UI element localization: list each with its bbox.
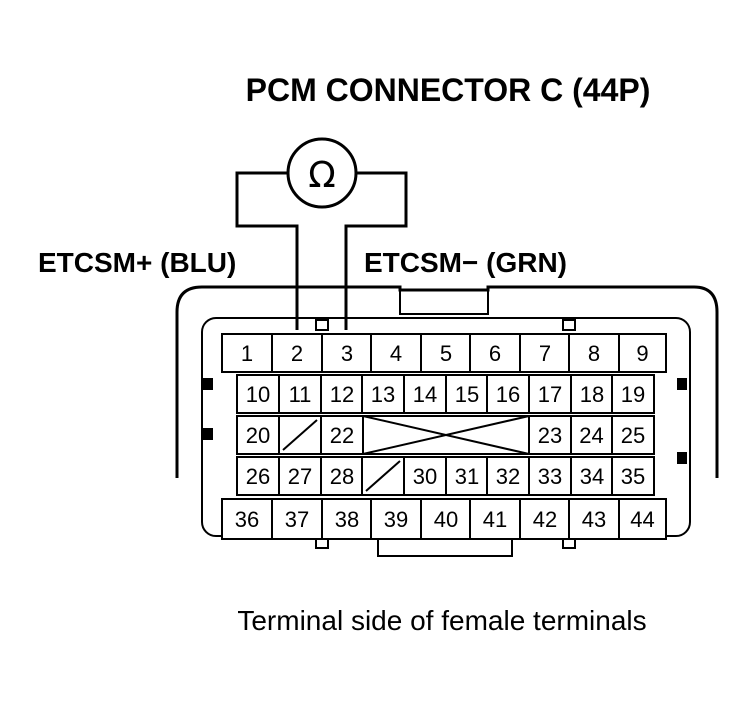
unused-terminal-mark: [362, 415, 530, 455]
terminal-cell: [611, 374, 655, 414]
ohm-symbol: Ω: [308, 155, 336, 196]
terminal-cell: [570, 374, 614, 414]
terminal-cell: [278, 374, 322, 414]
terminal-cell: [445, 456, 489, 496]
terminal-number: 25: [621, 423, 645, 448]
terminal-cell: [528, 374, 572, 414]
terminal-cell: [361, 374, 405, 414]
terminal-number: 39: [384, 507, 408, 532]
probe-wire-negative: [344, 171, 408, 330]
terminal-number: 11: [289, 382, 312, 407]
terminal-cell: [618, 333, 667, 373]
terminal-number: 32: [496, 464, 520, 489]
terminal-number: 14: [413, 382, 437, 407]
terminal-number: 38: [335, 507, 359, 532]
terminal-cell: [486, 456, 530, 496]
terminal-cell: [469, 333, 521, 373]
terminal-number: 43: [582, 507, 606, 532]
terminal-cell: [420, 498, 472, 540]
terminal-number: 20: [246, 423, 270, 448]
probe-label-negative: ETCSM− (GRN): [364, 247, 567, 278]
terminal-cell: [236, 415, 280, 455]
terminal-number: 10: [246, 382, 270, 407]
terminal-number: 8: [588, 341, 600, 366]
terminal-number: 1: [241, 341, 253, 366]
terminal-number: 35: [621, 464, 645, 489]
terminal-number: 6: [489, 341, 501, 366]
terminal-number: 40: [434, 507, 458, 532]
terminal-number: 17: [538, 382, 562, 407]
probe-wire-positive: [235, 171, 299, 330]
diagram-title: PCM CONNECTOR C (44P): [246, 72, 651, 108]
terminal-number: 5: [440, 341, 452, 366]
connector-housing: [175, 285, 719, 557]
terminal-number: 23: [538, 423, 562, 448]
terminal-cell: [469, 498, 521, 540]
terminal-number: 34: [580, 464, 604, 489]
terminal-number: 37: [285, 507, 309, 532]
terminal-number: 13: [371, 382, 395, 407]
terminal-number: 44: [630, 507, 654, 532]
terminal-cell: [445, 374, 489, 414]
terminal-cell: [320, 374, 364, 414]
terminal-cell: [611, 456, 655, 496]
terminal-cell: [618, 498, 667, 540]
terminal-number: 15: [455, 382, 479, 407]
terminal-number: 19: [621, 382, 645, 407]
terminal-number: 4: [390, 341, 402, 366]
terminal-number: 28: [330, 464, 354, 489]
terminal-number: 42: [533, 507, 557, 532]
unused-terminal-mark: [365, 460, 401, 492]
terminal-number: 16: [496, 382, 520, 407]
terminal-cell: [611, 415, 655, 455]
terminal-number: 9: [636, 341, 648, 366]
terminal-number: 24: [579, 423, 603, 448]
terminal-cell: [568, 498, 620, 540]
terminal-number: 36: [235, 507, 259, 532]
terminal-cell: [568, 333, 620, 373]
unused-terminal-mark: [282, 419, 318, 451]
terminal-number: 3: [341, 341, 353, 366]
terminal-number: 7: [539, 341, 551, 366]
terminal-cell: [236, 456, 280, 496]
terminal-number: 31: [455, 464, 479, 489]
terminal-cell: [570, 456, 614, 496]
terminal-number: 27: [288, 464, 312, 489]
probe-label-positive: ETCSM+ (BLU): [38, 247, 236, 278]
terminal-number: 18: [580, 382, 604, 407]
terminal-number: 33: [538, 464, 562, 489]
terminal-number: 22: [330, 423, 354, 448]
terminal-number: 30: [413, 464, 437, 489]
terminal-number: 41: [483, 507, 507, 532]
terminal-cell: [570, 415, 613, 455]
terminal-number: 2: [291, 341, 303, 366]
diagram-caption: Terminal side of female terminals: [237, 605, 646, 636]
terminal-number: 26: [246, 464, 270, 489]
terminal-cell: [403, 374, 447, 414]
terminal-cell: [486, 374, 530, 414]
terminal-number: 12: [330, 382, 354, 407]
terminal-cell: [528, 415, 572, 455]
